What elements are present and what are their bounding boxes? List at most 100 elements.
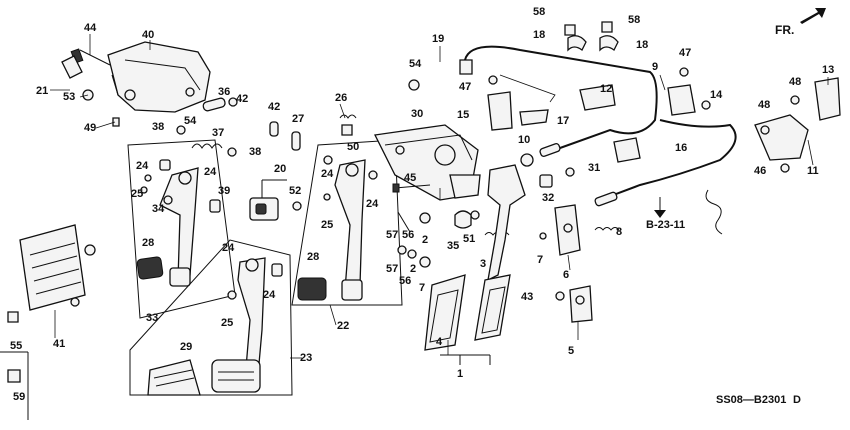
diagram-code: SS08—B2301 <box>716 394 786 406</box>
label-23: 23 <box>300 352 312 364</box>
label-fr: FR. <box>775 23 794 37</box>
label-7a: 7 <box>419 282 425 294</box>
label-47a: 47 <box>459 81 471 93</box>
pedal-assembly-23 <box>129 239 293 396</box>
label-21: 21 <box>36 85 48 97</box>
label-19: 19 <box>432 33 444 45</box>
control-cables <box>464 45 737 207</box>
label-5: 5 <box>568 345 574 357</box>
leader-lines <box>50 34 829 359</box>
label-38: 38 <box>152 121 164 133</box>
label-33: 33 <box>146 312 158 324</box>
label-42: 42 <box>236 93 248 105</box>
label-11: 11 <box>807 165 819 177</box>
label-31: 31 <box>588 162 600 174</box>
label-44: 44 <box>84 22 97 34</box>
label-29: 29 <box>180 341 192 353</box>
label-40: 40 <box>142 29 154 41</box>
callout-labels: 44 40 21 53 49 36 42 38 54 37 38 42 27 2… <box>10 6 834 406</box>
label-8: 8 <box>616 226 622 238</box>
label-12: 12 <box>600 83 612 95</box>
label-52: 52 <box>289 185 301 197</box>
label-1: 1 <box>457 368 463 380</box>
label-24e: 24 <box>222 242 235 254</box>
label-4: 4 <box>436 336 443 348</box>
label-58b: 58 <box>628 14 640 26</box>
label-7b: 7 <box>537 254 543 266</box>
reference-arrow <box>654 197 666 218</box>
label-59: 59 <box>13 391 25 403</box>
lower-right-parts <box>539 174 620 323</box>
label-22: 22 <box>337 320 349 332</box>
front-direction-arrow <box>800 8 826 24</box>
label-24a: 24 <box>136 160 149 172</box>
label-18a: 18 <box>533 29 545 41</box>
label-47b: 47 <box>679 47 691 59</box>
switch-assembly-20 <box>249 179 302 221</box>
label-56a: 56 <box>402 229 414 241</box>
label-56b: 56 <box>399 275 411 287</box>
label-25a: 25 <box>131 188 143 200</box>
label-14: 14 <box>710 89 723 101</box>
label-50: 50 <box>347 141 359 153</box>
label-55: 55 <box>10 340 22 352</box>
label-45: 45 <box>404 172 416 184</box>
label-15: 15 <box>457 109 469 121</box>
cable-clips <box>564 21 619 52</box>
label-28b: 28 <box>307 251 319 263</box>
label-49: 49 <box>84 122 96 134</box>
label-43: 43 <box>521 291 533 303</box>
label-24d: 24 <box>366 198 379 210</box>
label-17: 17 <box>557 115 569 127</box>
label-30: 30 <box>411 108 423 120</box>
label-13: 13 <box>822 64 834 76</box>
label-24f: 24 <box>263 289 276 301</box>
label-24c: 24 <box>321 168 334 180</box>
label-18b: 18 <box>636 39 648 51</box>
label-28a: 28 <box>142 237 154 249</box>
label-25c: 25 <box>221 317 233 329</box>
label-48a: 48 <box>789 76 801 88</box>
label-57a: 57 <box>386 229 398 241</box>
label-36: 36 <box>218 86 230 98</box>
diagram-code-suffix: D <box>793 394 801 406</box>
label-2a: 2 <box>422 234 428 246</box>
bolts-center <box>392 183 510 268</box>
label-10: 10 <box>518 134 530 146</box>
label-57b: 57 <box>386 263 398 275</box>
bracket-assembly <box>61 41 211 127</box>
label-53: 53 <box>63 91 75 103</box>
label-20: 20 <box>274 163 286 175</box>
label-32: 32 <box>542 192 554 204</box>
pedal-assembly-22 <box>291 114 403 306</box>
label-51: 51 <box>463 233 475 245</box>
label-2b: 2 <box>410 263 416 275</box>
center-bracket-30 <box>374 59 481 201</box>
label-54b: 54 <box>409 58 422 70</box>
label-6: 6 <box>563 269 569 281</box>
right-brackets <box>705 77 841 235</box>
label-46: 46 <box>754 165 766 177</box>
label-25b: 25 <box>321 219 333 231</box>
label-24b: 24 <box>204 166 217 178</box>
small-bushings <box>269 121 301 151</box>
label-9: 9 <box>652 61 658 73</box>
label-37: 37 <box>212 127 224 139</box>
switch-parts <box>176 97 238 157</box>
accelerator-pedal <box>424 164 526 365</box>
label-26: 26 <box>335 92 347 104</box>
label-42b: 42 <box>268 101 280 113</box>
label-3: 3 <box>480 258 486 270</box>
label-39: 39 <box>218 185 230 197</box>
label-58a: 58 <box>533 6 545 18</box>
label-38b: 38 <box>249 146 261 158</box>
label-16: 16 <box>675 142 687 154</box>
label-35: 35 <box>447 240 459 252</box>
cable-brackets <box>487 67 711 177</box>
pedal-assembly-33 <box>127 139 236 319</box>
label-54: 54 <box>184 115 197 127</box>
label-ref: B-23-11 <box>646 219 685 231</box>
label-34: 34 <box>152 203 165 215</box>
label-48b: 48 <box>758 99 770 111</box>
